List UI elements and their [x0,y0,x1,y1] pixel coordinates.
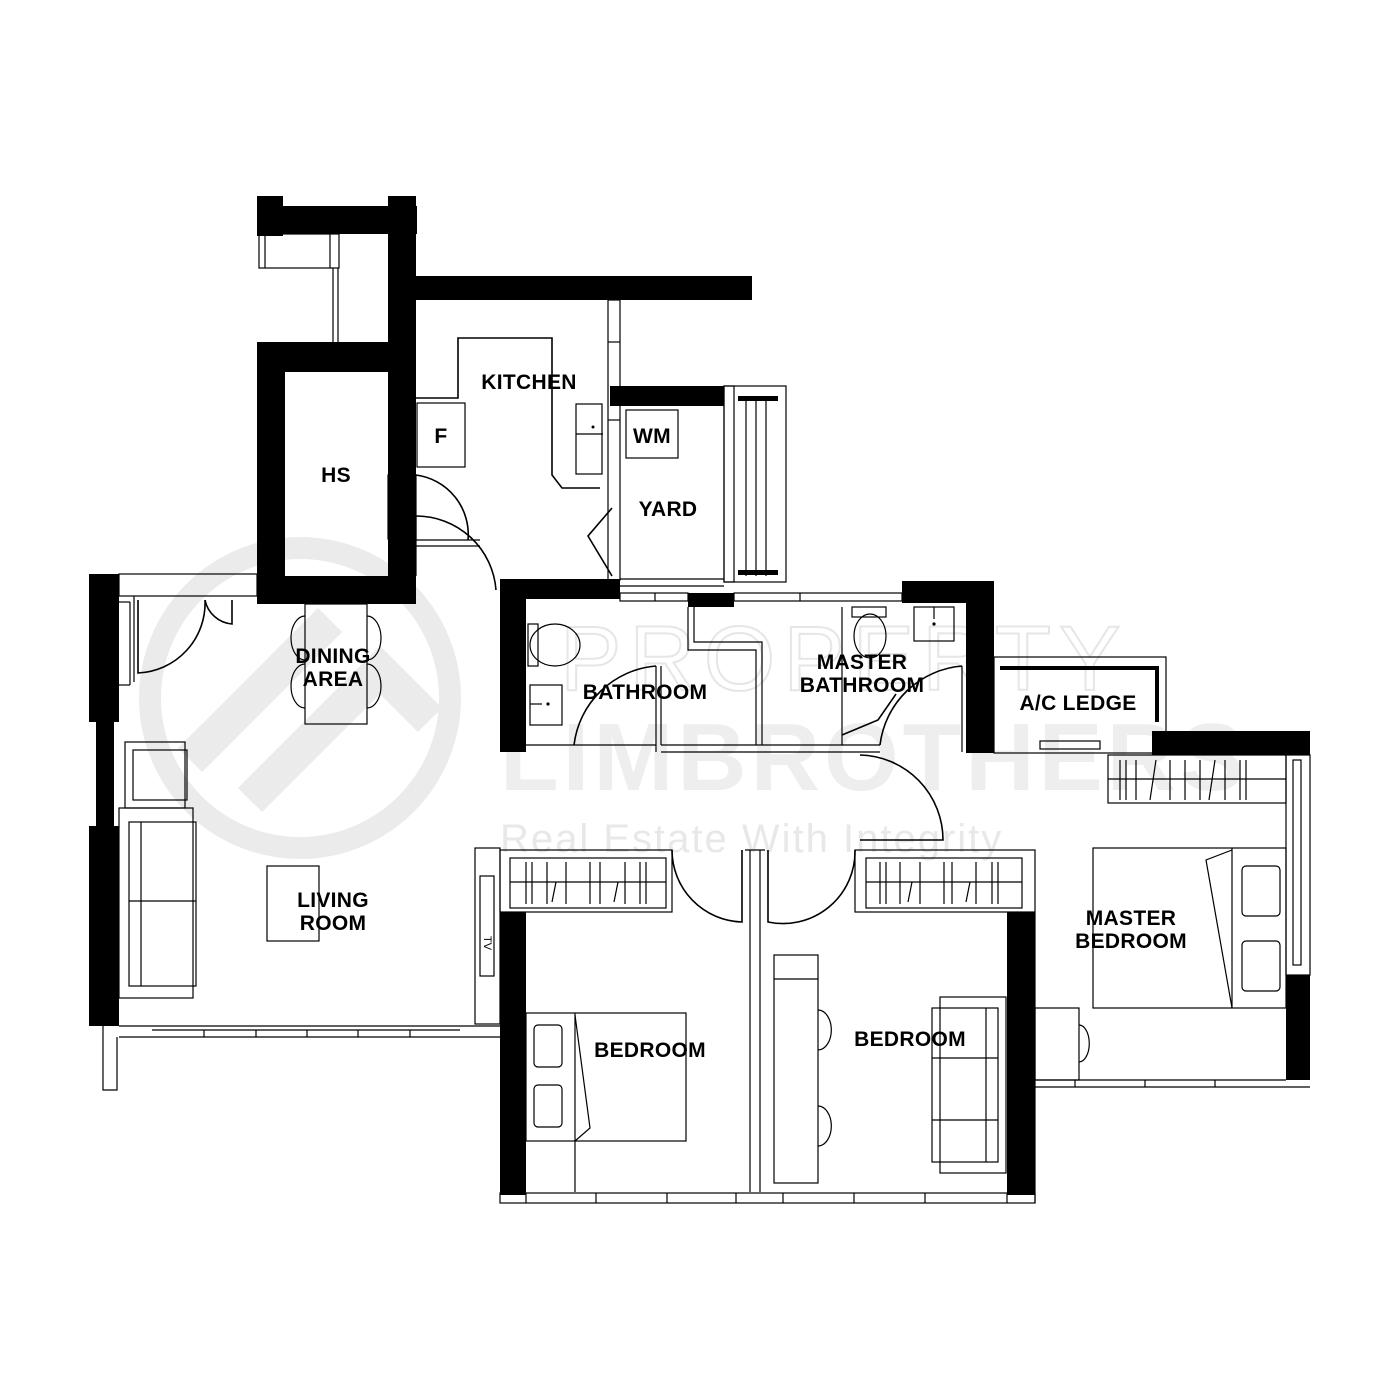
label-yard: YARD [639,498,698,521]
label-tv: TV [481,936,493,951]
label-fridge: F [434,425,447,448]
label-living-line2: ROOM [300,912,367,935]
watermark-logo-chevron [237,645,443,813]
room-labels: KITCHEN HS F WM YARD DINING AREA LIVING … [295,371,1187,1062]
door-bedroom-1[interactable] [671,849,743,923]
label-dining-line2: AREA [303,668,364,691]
door-bedroom-2[interactable] [767,849,856,925]
wardrobe-master-bedroom [1107,754,1287,804]
toilet-master-bathroom [853,613,887,659]
wardrobe-bedroom-2 [865,857,1023,909]
label-bathroom: BATHROOM [583,681,708,704]
watermark-tagline: Real Estate With Integrity [500,817,1003,861]
door-yard[interactable] [587,507,613,577]
door-bathroom[interactable] [573,665,657,746]
coffee-table [266,865,320,942]
toilet-bathroom [529,623,581,667]
door-main-entrance-leaf[interactable] [204,599,233,625]
label-washing-machine: WM [633,425,671,448]
door-kitchen[interactable] [415,515,497,591]
watermark-line1: PROPERTY [560,608,1128,710]
structural-walls [89,196,1310,1195]
label-master-bathroom-line1: MASTER [817,651,907,674]
wardrobe-bedroom-1 [509,857,667,909]
washing-machine-box [625,409,679,459]
door-master-bathroom[interactable] [879,665,963,746]
label-kitchen: KITCHEN [481,371,576,394]
sofa [118,807,194,999]
day-sofa [939,996,1007,1174]
doors [137,474,963,925]
basin-bathroom [529,684,563,726]
label-master-bathroom-line2: BATHROOM [800,674,925,697]
door-master-bedroom[interactable] [859,754,944,841]
watermark: PROPERTY LIMBROTHERS Real Estate With In… [139,537,1244,861]
kitchen-sink [575,403,603,475]
study-desk [773,954,819,1184]
bed-master-bedroom [1092,847,1287,1009]
label-master-bedroom-line2: BEDROOM [1075,930,1187,953]
label-household-shelter: HS [321,464,351,487]
master-desk [1034,1007,1080,1081]
label-master-bedroom-line1: MASTER [1086,907,1176,930]
door-main-entrance[interactable] [137,599,206,674]
watermark-logo-stroke [177,607,343,773]
partitions-and-windows [102,233,1311,1204]
furniture [118,402,1287,1192]
label-dining-line1: DINING [295,645,370,668]
watermark-logo-circle [139,537,461,859]
label-bedroom-2: BEDROOM [854,1028,966,1051]
label-ac-ledge: A/C LEDGE [1019,692,1136,715]
door-master-bathroom-shower [841,693,897,736]
door-household-shelter[interactable] [415,474,470,541]
label-bedroom-1: BEDROOM [594,1039,706,1062]
bed-bedroom-1 [525,1012,687,1142]
fridge-box [416,402,466,468]
label-living-line1: LIVING [297,889,369,912]
